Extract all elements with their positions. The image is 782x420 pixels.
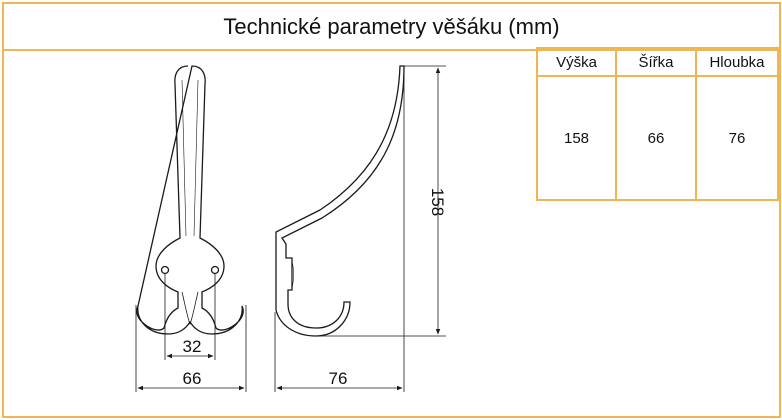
- side-view: [275, 65, 405, 337]
- page-title: Technické parametry věšáku (mm): [4, 4, 779, 51]
- side-dimensions: [274, 65, 446, 392]
- front-hook-body: [136, 65, 244, 335]
- label-front-width: 66: [183, 369, 202, 388]
- side-hook-body: [275, 65, 405, 337]
- label-side-height: 158: [428, 188, 447, 216]
- label-side-depth: 76: [329, 369, 348, 388]
- front-view: [136, 65, 244, 335]
- header-width: Šířka: [615, 47, 697, 77]
- value-depth: 76: [695, 75, 779, 201]
- label-hole-spacing: 32: [183, 337, 202, 356]
- screw-hole-right: [210, 265, 220, 275]
- header-depth: Hloubka: [695, 47, 779, 77]
- dimensions-table: Výška Šířka Hloubka 158 66 76: [536, 47, 779, 201]
- screw-hole-left: [160, 265, 170, 275]
- header-height: Výška: [536, 47, 617, 77]
- value-height: 158: [536, 75, 617, 201]
- front-dimensions: [135, 274, 247, 392]
- value-width: 66: [615, 75, 697, 201]
